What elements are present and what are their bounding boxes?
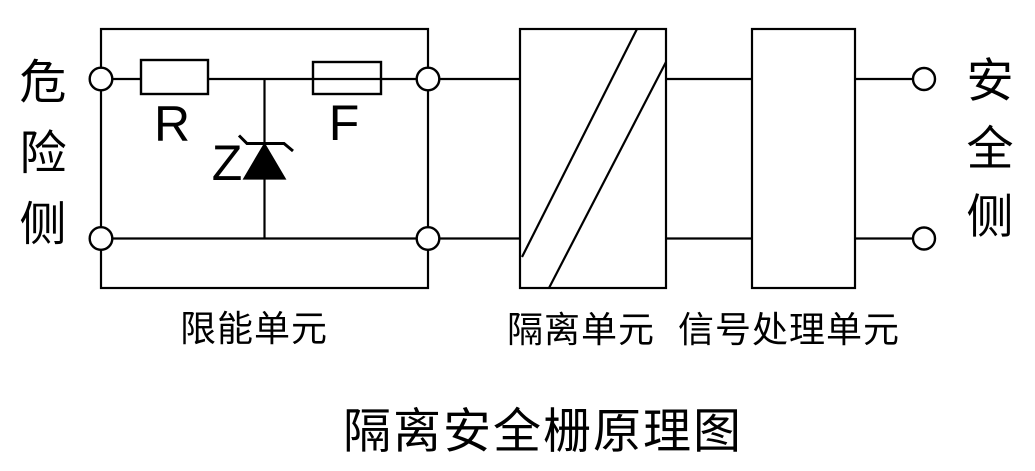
fuse-symbol bbox=[311, 60, 383, 96]
fuse-label: F bbox=[328, 95, 360, 151]
safe-side-label: 安 全 侧 bbox=[966, 54, 1014, 243]
safe-terminal-bottom bbox=[911, 226, 937, 251]
energy-limit-unit-label: 限能单元 bbox=[179, 308, 329, 350]
isolation-diagonal-1 bbox=[521, 28, 638, 258]
isolation-unit-label: 隔离单元 bbox=[506, 309, 656, 351]
safe-terminal-top bbox=[911, 66, 937, 92]
hazard-side-label: 危 险 侧 bbox=[19, 55, 67, 251]
signal-processing-unit-label: 信号处理单元 bbox=[677, 309, 901, 351]
energy-limit-unit-box bbox=[99, 27, 430, 290]
hazard-terminal-bottom bbox=[88, 225, 114, 251]
limit-output-terminal-bottom bbox=[415, 225, 441, 251]
zener-label: Z bbox=[211, 135, 243, 191]
zener-triangle bbox=[242, 142, 287, 180]
isolation-diagonal-2 bbox=[548, 61, 667, 289]
resistor-label: R bbox=[153, 96, 191, 152]
zener-cathode-bar bbox=[237, 134, 294, 153]
signal-processing-unit-box bbox=[750, 27, 857, 290]
limit-output-terminal-top bbox=[415, 66, 441, 92]
hazard-terminal-top bbox=[88, 66, 114, 92]
resistor-symbol bbox=[139, 58, 210, 96]
diagram-title: 隔离安全栅原理图 bbox=[342, 405, 744, 459]
isolation-unit-box bbox=[518, 27, 668, 290]
